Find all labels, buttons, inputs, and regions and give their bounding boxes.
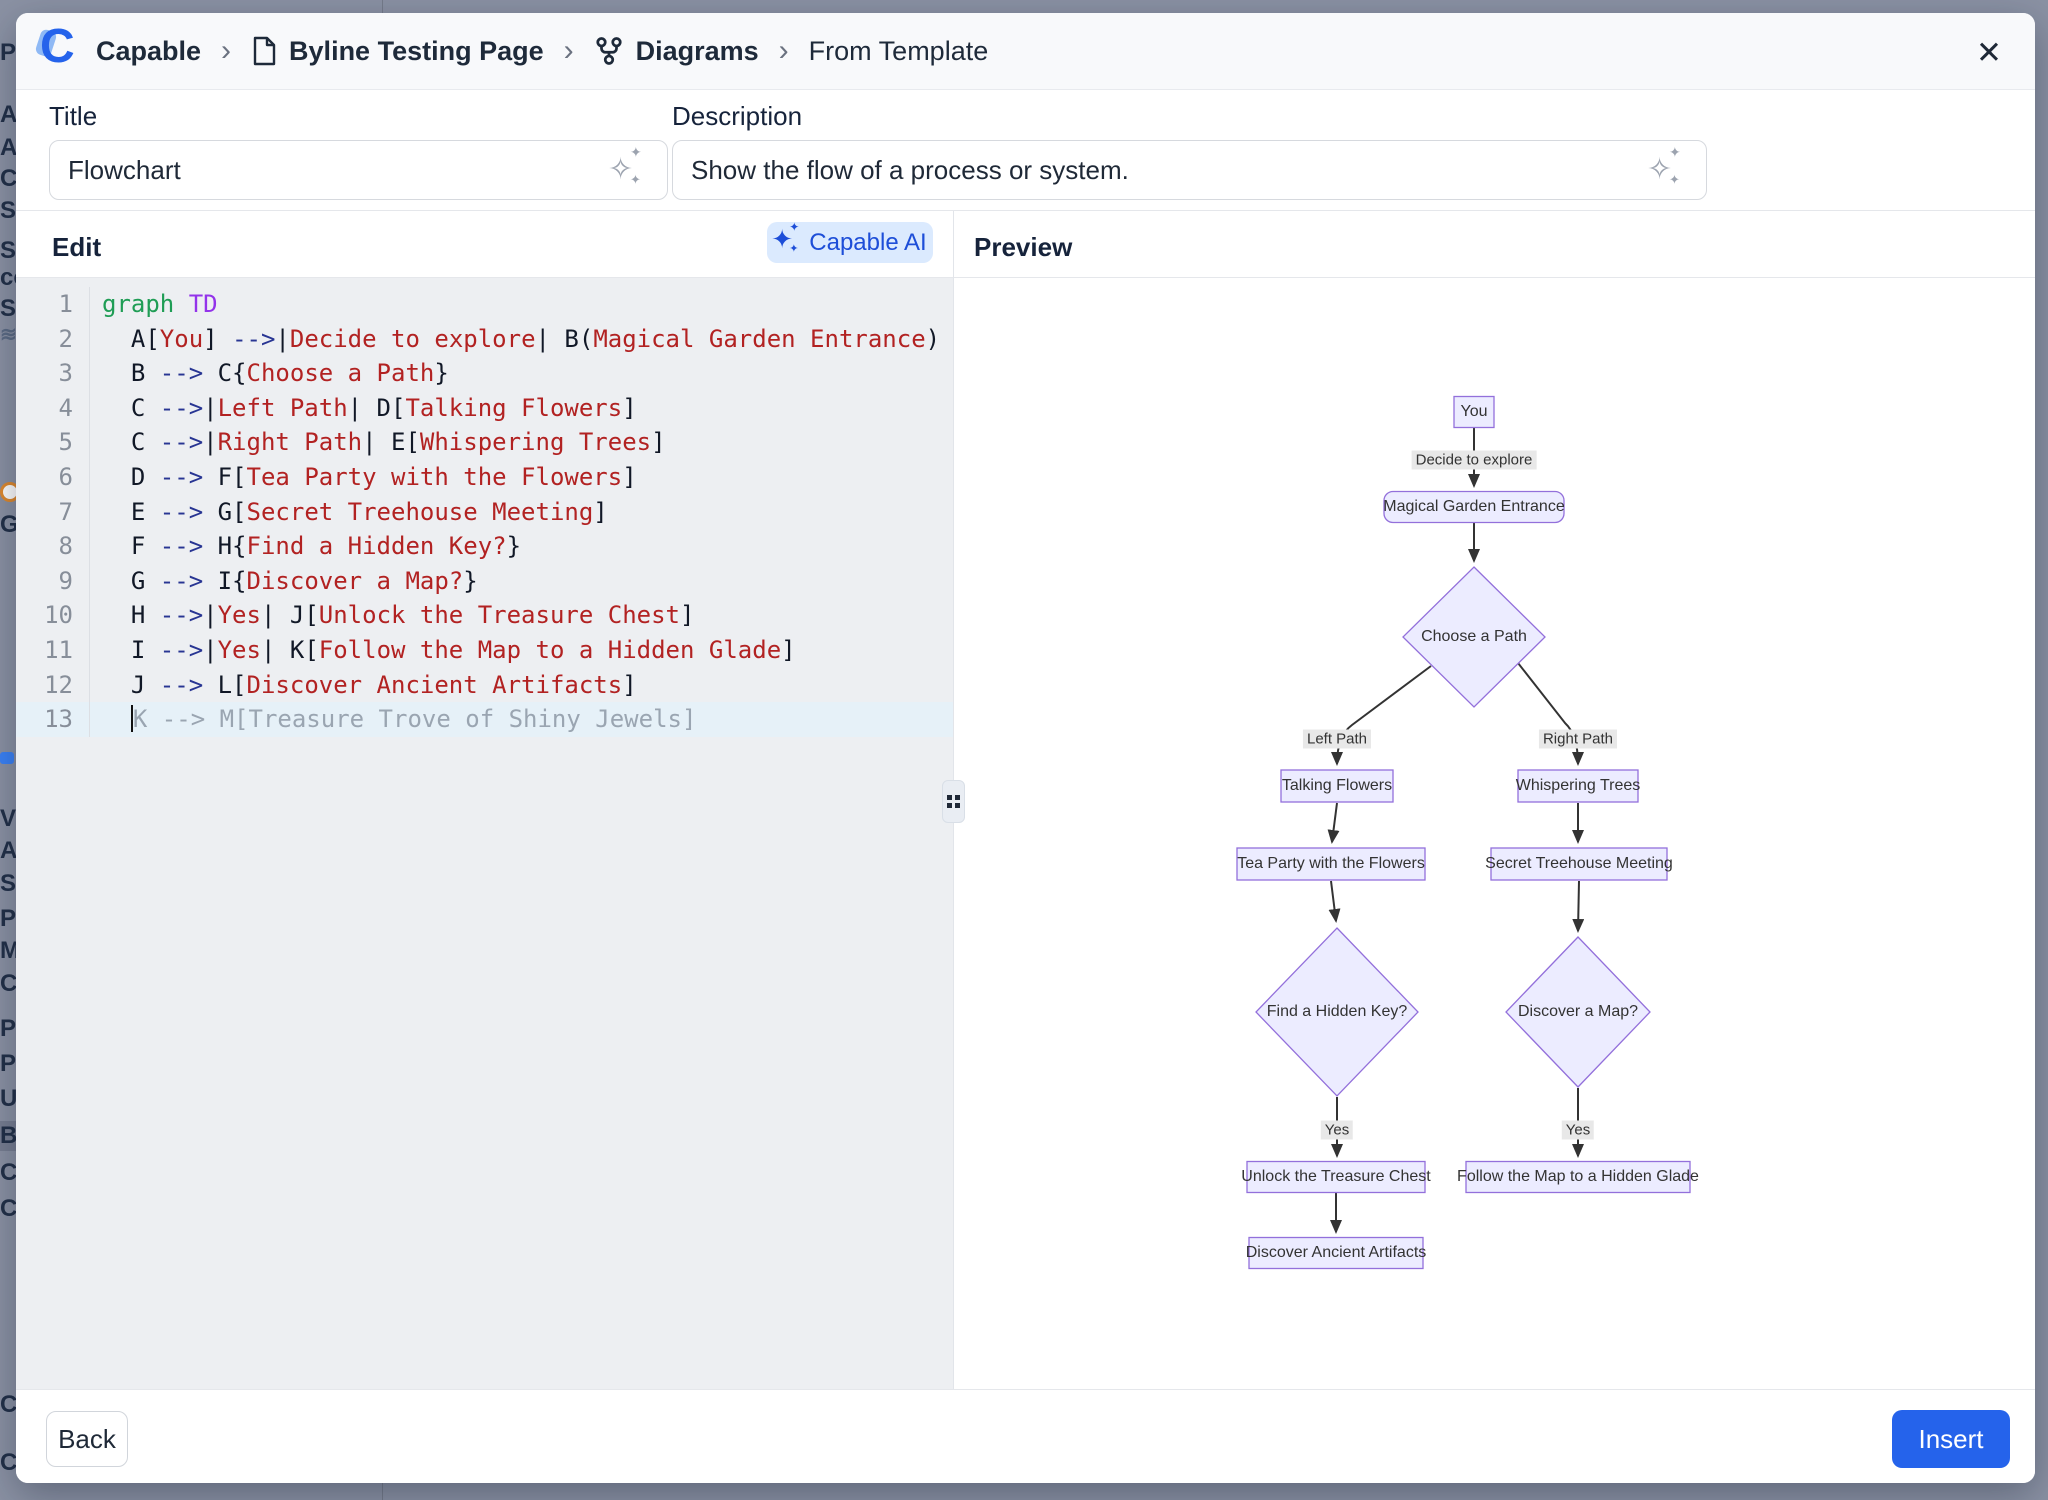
sidebar-item-fragment: M <box>0 936 16 966</box>
title-label: Title <box>49 101 97 132</box>
line-number: 12 <box>16 668 90 703</box>
pane-resize-handle[interactable] <box>942 780 965 823</box>
title-input[interactable] <box>49 140 668 200</box>
sidebar-item-fragment: Vi <box>0 804 16 834</box>
description-input[interactable] <box>672 140 1707 200</box>
line-number: 3 <box>16 356 90 391</box>
sparkles-icon: ✦✦✦ <box>773 230 799 256</box>
breadcrumb-page[interactable]: Byline Testing Page <box>289 36 544 67</box>
code-line: 2 A[You] -->|Decide to explore| B(Magica… <box>16 322 953 357</box>
breadcrumb-separator: › <box>221 34 231 68</box>
line-number: 9 <box>16 564 90 599</box>
capable-logo-icon: C <box>40 28 80 74</box>
description-ai-sparkle-icon[interactable]: ✧✦✦ <box>1647 148 1687 192</box>
breadcrumb-section[interactable]: Diagrams <box>636 36 759 67</box>
line-number: 6 <box>16 460 90 495</box>
preview-heading: Preview <box>974 232 1072 263</box>
line-number: 4 <box>16 391 90 426</box>
line-number: 7 <box>16 495 90 530</box>
sidebar-item-fragment: Se <box>0 869 16 899</box>
code-line: 1graph TD <box>16 287 953 322</box>
insert-button[interactable]: Insert <box>1892 1410 2010 1468</box>
sidebar-item-fragment: Ca <box>0 1194 16 1224</box>
edit-heading: Edit <box>52 232 101 263</box>
breadcrumb-brand[interactable]: Capable <box>96 36 201 67</box>
sidebar-item-fragment: By <box>0 1121 16 1151</box>
code-line: 6 D --> F[Tea Party with the Flowers] <box>16 460 953 495</box>
breadcrumb-separator: › <box>779 34 789 68</box>
blue-icon-fragment <box>0 752 14 764</box>
sidebar-item-fragment: Ul <box>0 1084 16 1114</box>
sidebar-item-fragment: Ca <box>0 1448 16 1478</box>
sidebar-item-fragment: Pr <box>0 1014 16 1044</box>
line-number: 11 <box>16 633 90 668</box>
back-button[interactable]: Back <box>46 1411 128 1467</box>
code-line: 8 F --> H{Find a Hidden Key?} <box>16 529 953 564</box>
sidebar-item-fragment: Co <box>0 164 16 194</box>
code-editor[interactable]: 1graph TD2 A[You] -->|Decide to explore|… <box>16 278 953 1390</box>
breadcrumb-separator: › <box>564 34 574 68</box>
code-line: 13 K --> M[Treasure Trove of Shiny Jewel… <box>16 702 953 737</box>
code-line: 5 C -->|Right Path| E[Whispering Trees] <box>16 425 953 460</box>
line-number: 5 <box>16 425 90 460</box>
code-line: 9 G --> I{Discover a Map?} <box>16 564 953 599</box>
code-line: 3 B --> C{Choose a Path} <box>16 356 953 391</box>
preview-pane <box>954 278 2035 1390</box>
underlay-divider-top <box>382 0 383 13</box>
underlay-divider-bottom <box>382 1483 383 1500</box>
drag-dots-icon <box>947 795 960 808</box>
sidebar-item-fragment: Ca <box>0 1158 16 1188</box>
divider <box>16 210 2035 211</box>
line-number: 13 <box>16 702 90 737</box>
sidebar-item-fragment: An <box>0 133 16 163</box>
code-lines: 1graph TD2 A[You] -->|Decide to explore|… <box>16 287 953 737</box>
code-line: 7 E --> G[Secret Treehouse Meeting] <box>16 495 953 530</box>
code-line: 10 H -->|Yes| J[Unlock the Treasure Ches… <box>16 598 953 633</box>
sidebar-item-fragment: Cl <box>0 969 16 999</box>
wave-icon-fragment: ≋ <box>0 320 16 350</box>
code-line: 12 J --> L[Discover Ancient Artifacts] <box>16 668 953 703</box>
line-number: 1 <box>16 287 90 322</box>
sidebar-item-fragment: co <box>0 263 16 293</box>
sidebar-item-fragment: Pr <box>0 1049 16 1079</box>
document-icon <box>251 36 277 66</box>
sidebar-item-fragment: Pr <box>0 38 16 68</box>
sidebar-item-fragment: Gu <box>0 510 16 540</box>
breadcrumb-current: From Template <box>809 36 989 67</box>
sidebar-item-fragment: Pr <box>0 904 16 934</box>
line-number: 2 <box>16 322 90 357</box>
title-ai-sparkle-icon[interactable]: ✧✦✦ <box>608 148 648 192</box>
capable-ai-button[interactable]: ✦✦✦ Capable AI <box>767 222 933 263</box>
line-number: 10 <box>16 598 90 633</box>
sidebar-item-fragment: Al <box>0 100 16 130</box>
sidebar-item-fragment: Ar <box>0 836 16 866</box>
line-number: 8 <box>16 529 90 564</box>
modal-header: C Capable › Byline Testing Page › Diagra… <box>16 13 2035 90</box>
diagram-modal: C Capable › Byline Testing Page › Diagra… <box>16 13 2035 1483</box>
code-line: 11 I -->|Yes| K[Follow the Map to a Hidd… <box>16 633 953 668</box>
sidebar-item-fragment: Sh <box>0 236 16 266</box>
description-label: Description <box>672 101 802 132</box>
code-line: 4 C -->|Left Path| D[Talking Flowers] <box>16 391 953 426</box>
close-icon[interactable]: ✕ <box>1971 35 2007 71</box>
modal-footer: Back Insert <box>16 1389 2035 1483</box>
diagram-branch-icon <box>594 36 624 66</box>
sidebar-item-fragment: Sp <box>0 196 16 226</box>
sidebar-item-fragment: Ca <box>0 1390 16 1420</box>
